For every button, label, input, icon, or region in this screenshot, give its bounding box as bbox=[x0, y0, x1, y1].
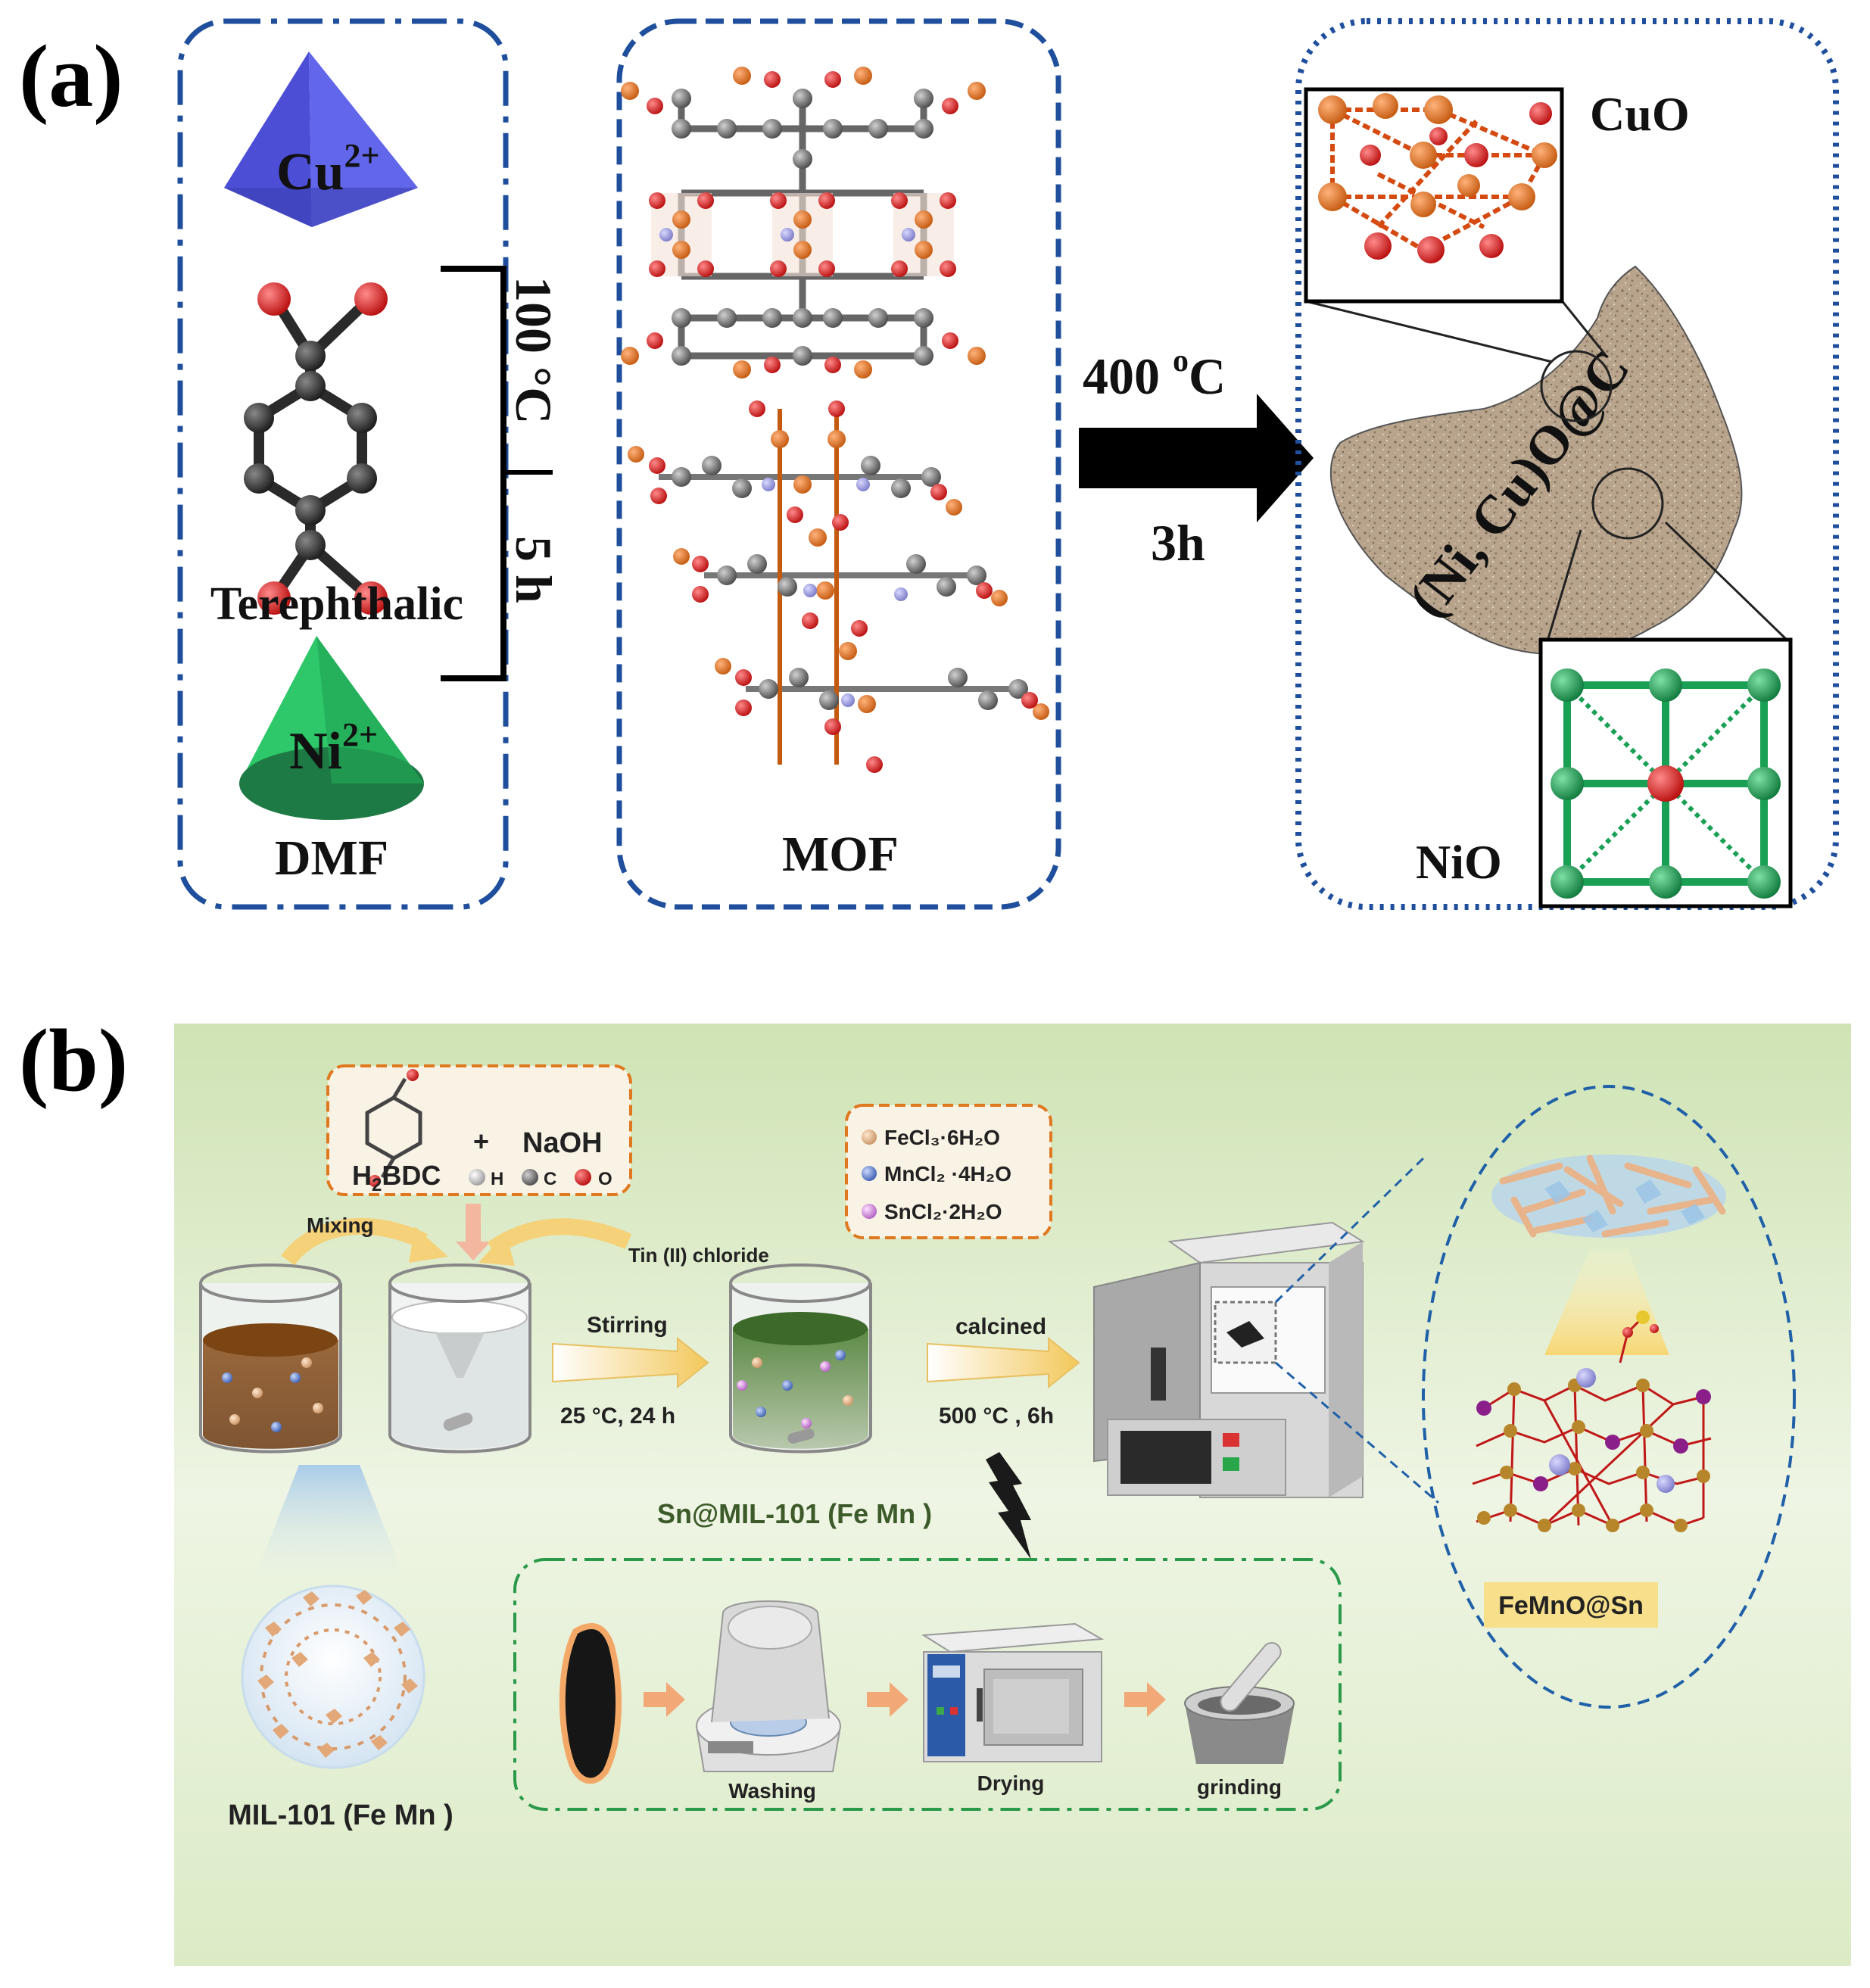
plus-sign: + bbox=[473, 1126, 489, 1157]
metal-salts-box bbox=[845, 1104, 1052, 1239]
reaction-time: 5 h bbox=[505, 536, 563, 603]
product-ellipse bbox=[1422, 1085, 1796, 1709]
mixing-arrow bbox=[281, 1218, 428, 1266]
calcined-arrow bbox=[927, 1336, 1080, 1389]
panel-a: (a) Cu2+ bbox=[19, 18, 1839, 910]
product-label-box bbox=[1484, 1582, 1658, 1628]
product-frame bbox=[1295, 18, 1839, 910]
metal-salts-list: FeCl₃·6H₂O MnCl₂ ·4H₂O SnCl₂·2H₂O bbox=[862, 1126, 1011, 1223]
ni-ion-label: Ni2+ bbox=[289, 716, 378, 781]
nanocomposite-blob bbox=[1329, 265, 1743, 655]
reaction-bracket bbox=[441, 266, 553, 681]
reaction-temperature: 100 °C bbox=[505, 276, 563, 424]
stirring-label: Stirring bbox=[587, 1313, 668, 1338]
beaker-stirring-icon bbox=[388, 1264, 531, 1454]
product-sheet-structure bbox=[1491, 1154, 1726, 1238]
beaker-green-icon bbox=[729, 1264, 872, 1454]
calcined-label: calcined bbox=[955, 1314, 1046, 1339]
centrifuge-icon bbox=[695, 1600, 842, 1772]
calcination-time: 3h bbox=[1151, 514, 1205, 572]
muffle-furnace-icon bbox=[1093, 1221, 1365, 1498]
black-powder-icon bbox=[559, 1622, 622, 1784]
product-label-b: FeMnO@Sn bbox=[1498, 1591, 1644, 1620]
washing-label: Washing bbox=[728, 1779, 816, 1803]
drying-oven-icon bbox=[921, 1622, 1105, 1762]
h2bdc-molecule-icon bbox=[365, 1077, 422, 1179]
process-arrows bbox=[644, 1682, 1166, 1717]
product-yellow-beam bbox=[1544, 1249, 1669, 1355]
mof-label: MOF bbox=[782, 827, 899, 882]
ligand-box bbox=[326, 1064, 632, 1196]
mof-frame bbox=[616, 18, 1061, 910]
mof-side-view-structure bbox=[628, 400, 1049, 773]
grinding-label: grinding bbox=[1197, 1775, 1282, 1799]
nio-crystal-inset bbox=[1538, 637, 1793, 908]
svg-text:O: O bbox=[598, 1169, 612, 1189]
panel-b-label: (b) bbox=[19, 1011, 128, 1110]
lightning-arrow-icon bbox=[986, 1452, 1031, 1560]
ligand-down-arrow bbox=[456, 1204, 491, 1260]
solvent-label: DMF bbox=[275, 830, 388, 886]
tin-chloride-label: Tin (II) chloride bbox=[628, 1244, 769, 1267]
svg-text:C: C bbox=[544, 1169, 556, 1189]
h2bdc-label: H2BDC bbox=[352, 1160, 441, 1195]
cu-ion-pyramid-icon bbox=[224, 51, 418, 227]
mil-101-label: MIL-101 (Fe Mn ) bbox=[228, 1799, 453, 1831]
furnace-zoom-lines bbox=[1274, 1157, 1439, 1504]
post-processing-box bbox=[513, 1558, 1342, 1811]
svg-text:FeCl₃·6H₂O: FeCl₃·6H₂O bbox=[884, 1126, 1000, 1149]
naoh-label: NaOH bbox=[522, 1127, 603, 1159]
atom-legend: H C O bbox=[469, 1169, 612, 1189]
svg-text:MnCl₂ ·4H₂O: MnCl₂ ·4H₂O bbox=[884, 1162, 1011, 1186]
intermediate-label: Sn@MIL-101 (Fe Mn ) bbox=[657, 1498, 932, 1529]
panel-a-label: (a) bbox=[19, 26, 123, 126]
stirring-conditions: 25 °C, 24 h bbox=[560, 1404, 675, 1429]
mortar-pestle-icon bbox=[1184, 1642, 1295, 1764]
ni-ion-cone-icon bbox=[239, 636, 424, 820]
calcined-conditions: 500 °C , 6h bbox=[939, 1404, 1054, 1429]
svg-text:H: H bbox=[491, 1169, 503, 1189]
beaker-brown-icon bbox=[199, 1264, 342, 1454]
stirring-arrow bbox=[552, 1336, 709, 1389]
cuo-label: CuO bbox=[1590, 87, 1690, 141]
mil-blue-beam bbox=[250, 1465, 409, 1590]
mof-top-view-structure bbox=[621, 67, 986, 379]
cuo-crystal-inset bbox=[1304, 87, 1564, 304]
terephthalic-atoms bbox=[244, 282, 388, 615]
cu-ion-label: Cu2+ bbox=[276, 137, 380, 201]
calcination-arrow bbox=[1079, 394, 1314, 522]
nio-label: NiO bbox=[1416, 835, 1502, 889]
panel-b: (b) H2BDC + NaOH H C O Mixing bbox=[19, 1011, 1851, 1966]
mil-101-sphere-icon bbox=[241, 1584, 425, 1769]
product-atomic-structure bbox=[1472, 1310, 1712, 1532]
linker-label: Terephthalic bbox=[210, 578, 463, 630]
mixing-label: Mixing bbox=[307, 1214, 374, 1237]
calcination-temperature: 400 oC bbox=[1083, 344, 1226, 405]
zoom-indicators bbox=[1305, 299, 1788, 652]
drying-label: Drying bbox=[977, 1771, 1045, 1795]
svg-text:SnCl₂·2H₂O: SnCl₂·2H₂O bbox=[884, 1200, 1002, 1223]
